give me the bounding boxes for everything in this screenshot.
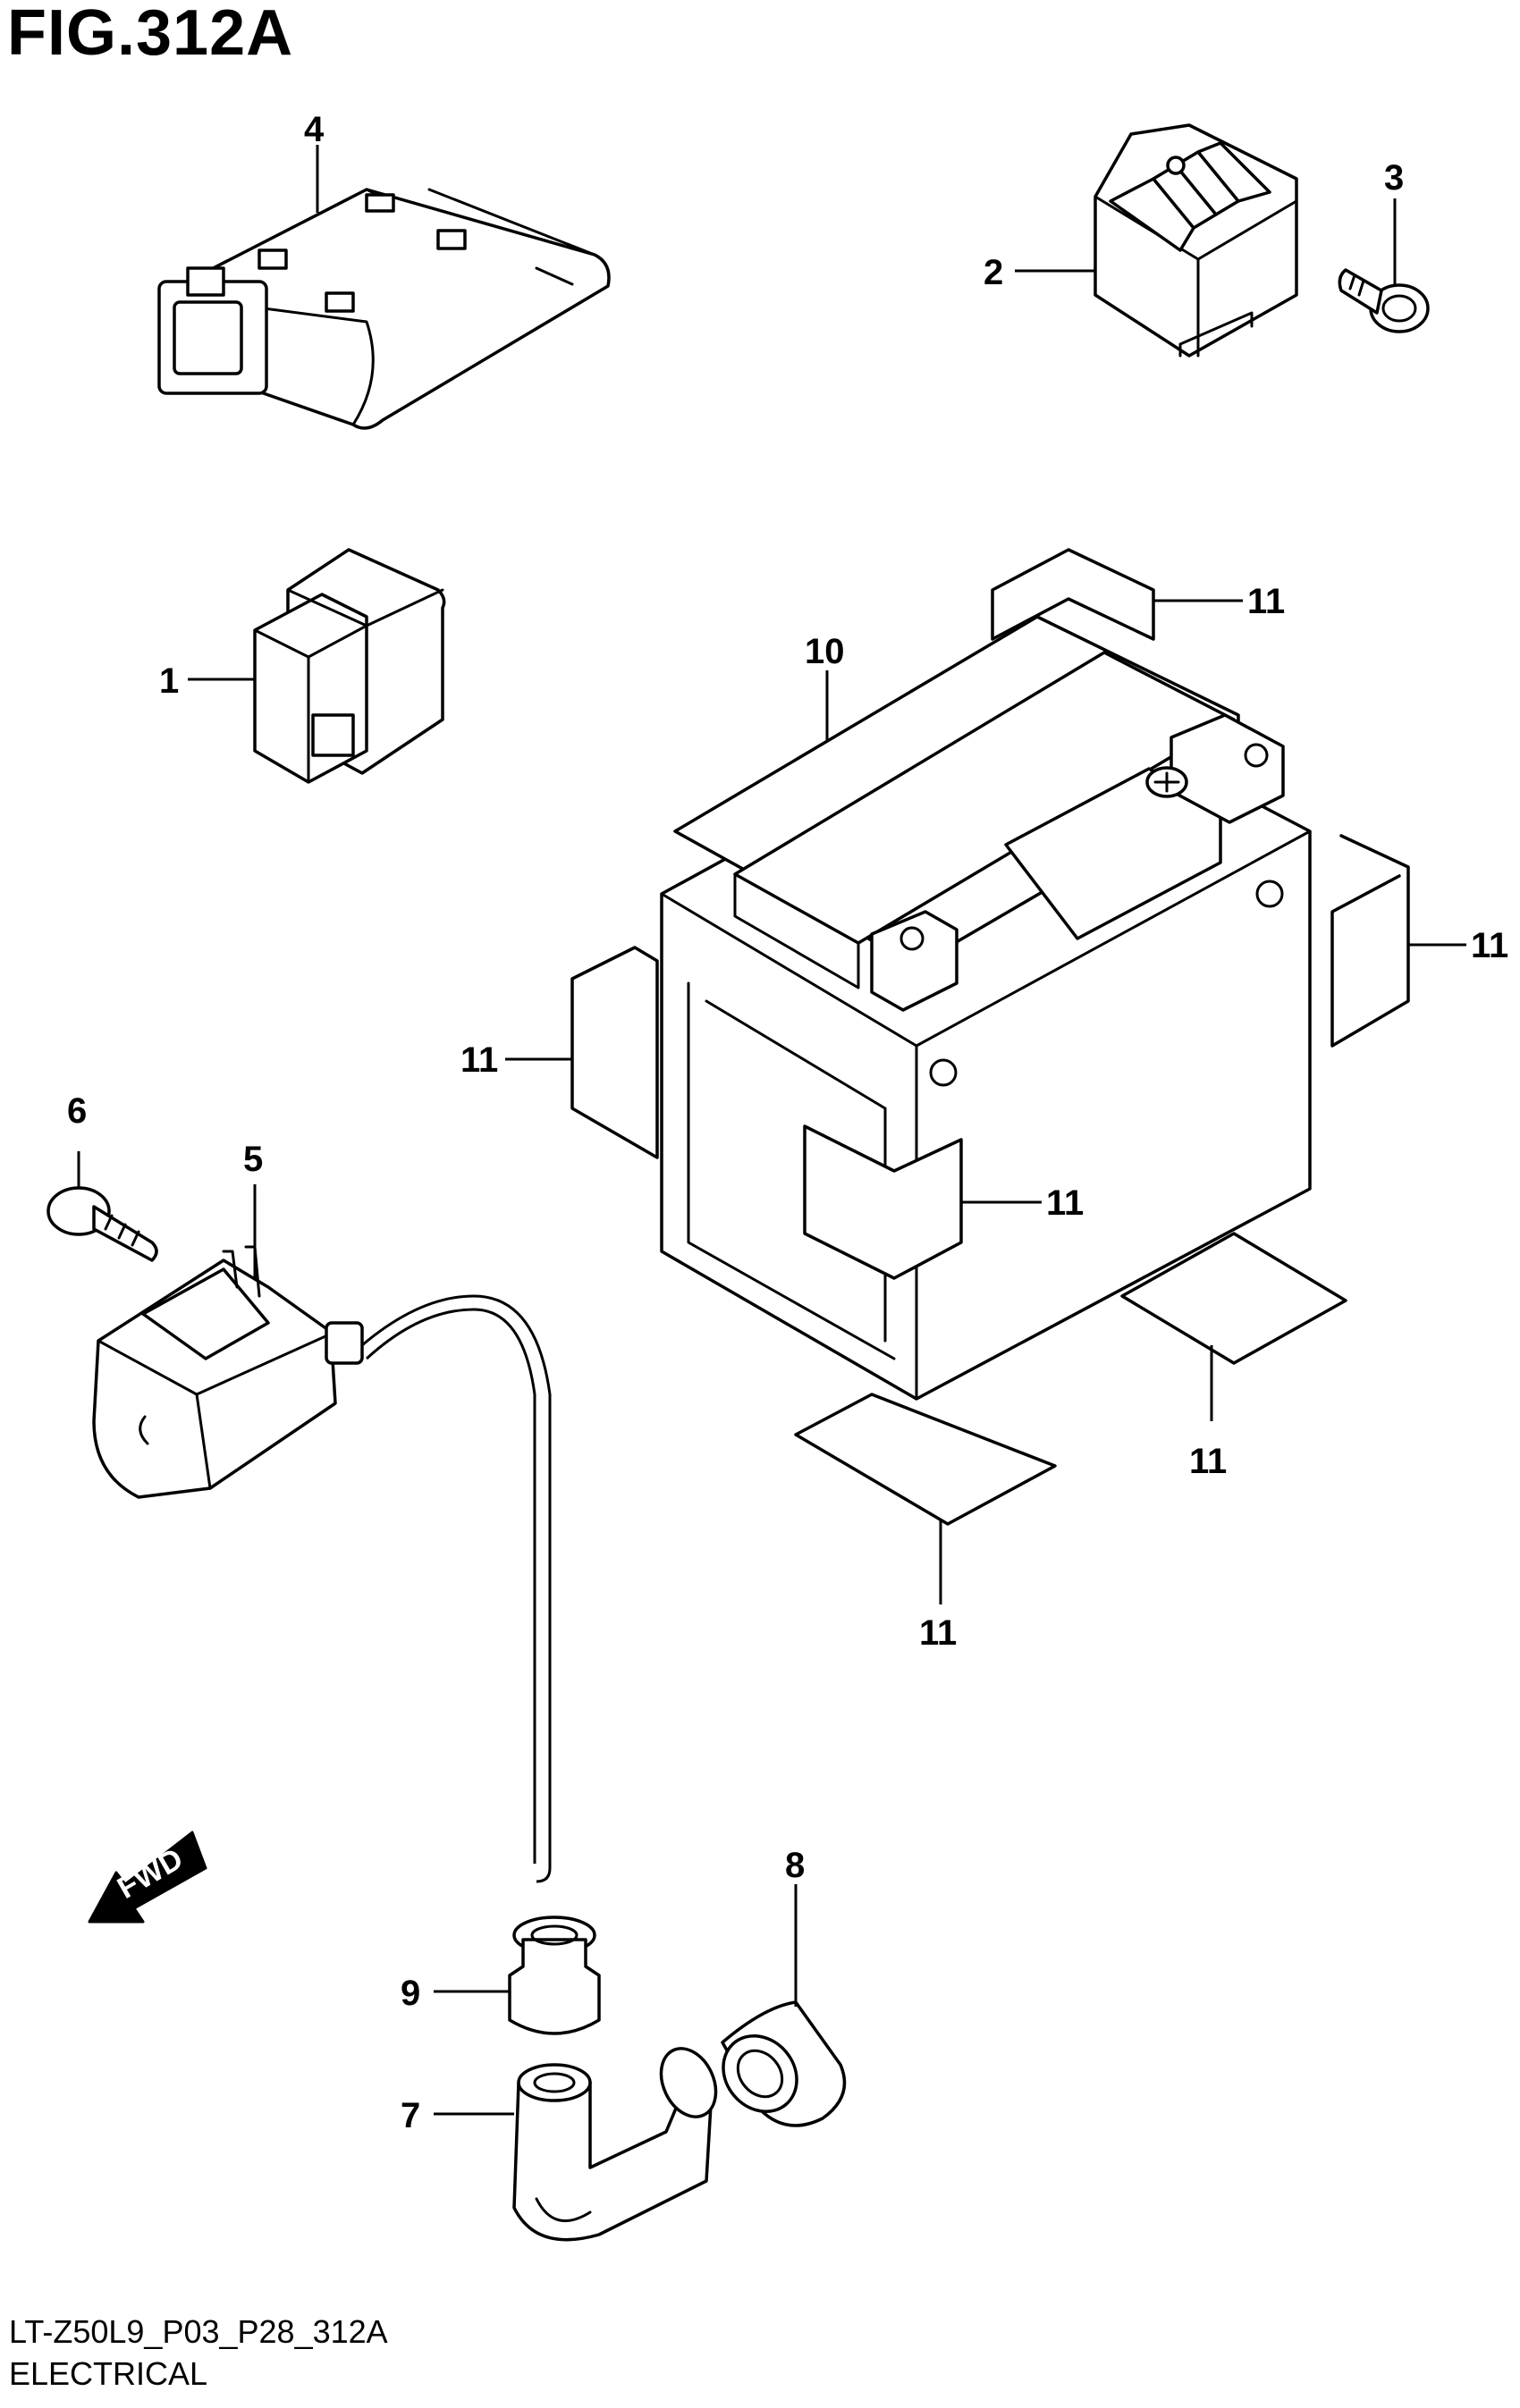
part-1-relay[interactable]	[253, 548, 446, 784]
callout-11-bottom-right[interactable]: 11	[1189, 1442, 1227, 1481]
diagram-code: LT-Z50L9_P03_P28_312A	[9, 2313, 388, 2350]
part-5-starter-relay[interactable]	[92, 1245, 552, 1883]
pad-11-left	[570, 946, 659, 1159]
callout-9[interactable]: 9	[401, 1974, 420, 2013]
part-6-bolt[interactable]	[46, 1186, 158, 1262]
part-4-control-unit[interactable]	[157, 188, 611, 430]
pad-11-right	[1330, 834, 1410, 1048]
figure-title: FIG.312A	[7, 0, 294, 69]
pad-11-front	[803, 1124, 963, 1280]
section-name: ELECTRICAL	[9, 2355, 208, 2392]
callout-11-top[interactable]: 11	[1247, 582, 1285, 621]
callout-3[interactable]: 3	[1384, 158, 1404, 198]
part-7-elbow-hose[interactable]	[512, 2040, 726, 2242]
callout-2[interactable]: 2	[984, 253, 1003, 292]
pad-11-bottom	[794, 1393, 1057, 1526]
callout-11-left[interactable]: 11	[460, 1040, 498, 1080]
part-3-bolt[interactable]	[1338, 268, 1430, 333]
leader-lines	[77, 145, 1466, 2116]
pad-11-top	[991, 548, 1155, 641]
callout-11-bottom[interactable]: 11	[919, 1613, 957, 1653]
callout-6[interactable]: 6	[67, 1091, 87, 1131]
part-11-pads[interactable]	[570, 548, 1410, 1526]
callout-4[interactable]: 4	[304, 110, 325, 149]
callout-11-right[interactable]: 11	[1471, 926, 1508, 965]
callout-5[interactable]: 5	[243, 1140, 263, 1179]
fwd-arrow-indicator: FWD	[88, 1831, 207, 1924]
callout-11-front[interactable]: 11	[1046, 1183, 1084, 1223]
callout-8[interactable]: 8	[785, 1846, 805, 1885]
part-2-regulator[interactable]	[1094, 123, 1298, 358]
callout-7[interactable]: 7	[401, 2096, 420, 2135]
callout-1[interactable]: 1	[159, 661, 179, 701]
callout-labels: 4 2 3 1 5 6 7 8 9 10 11 11 11 11 11 11	[67, 110, 1508, 2135]
part-9-grommet[interactable]	[508, 1915, 601, 2035]
pad-11-bottom-right	[1120, 1232, 1347, 1365]
part-8-cap[interactable]	[708, 2000, 847, 2127]
callout-10[interactable]: 10	[805, 632, 845, 671]
